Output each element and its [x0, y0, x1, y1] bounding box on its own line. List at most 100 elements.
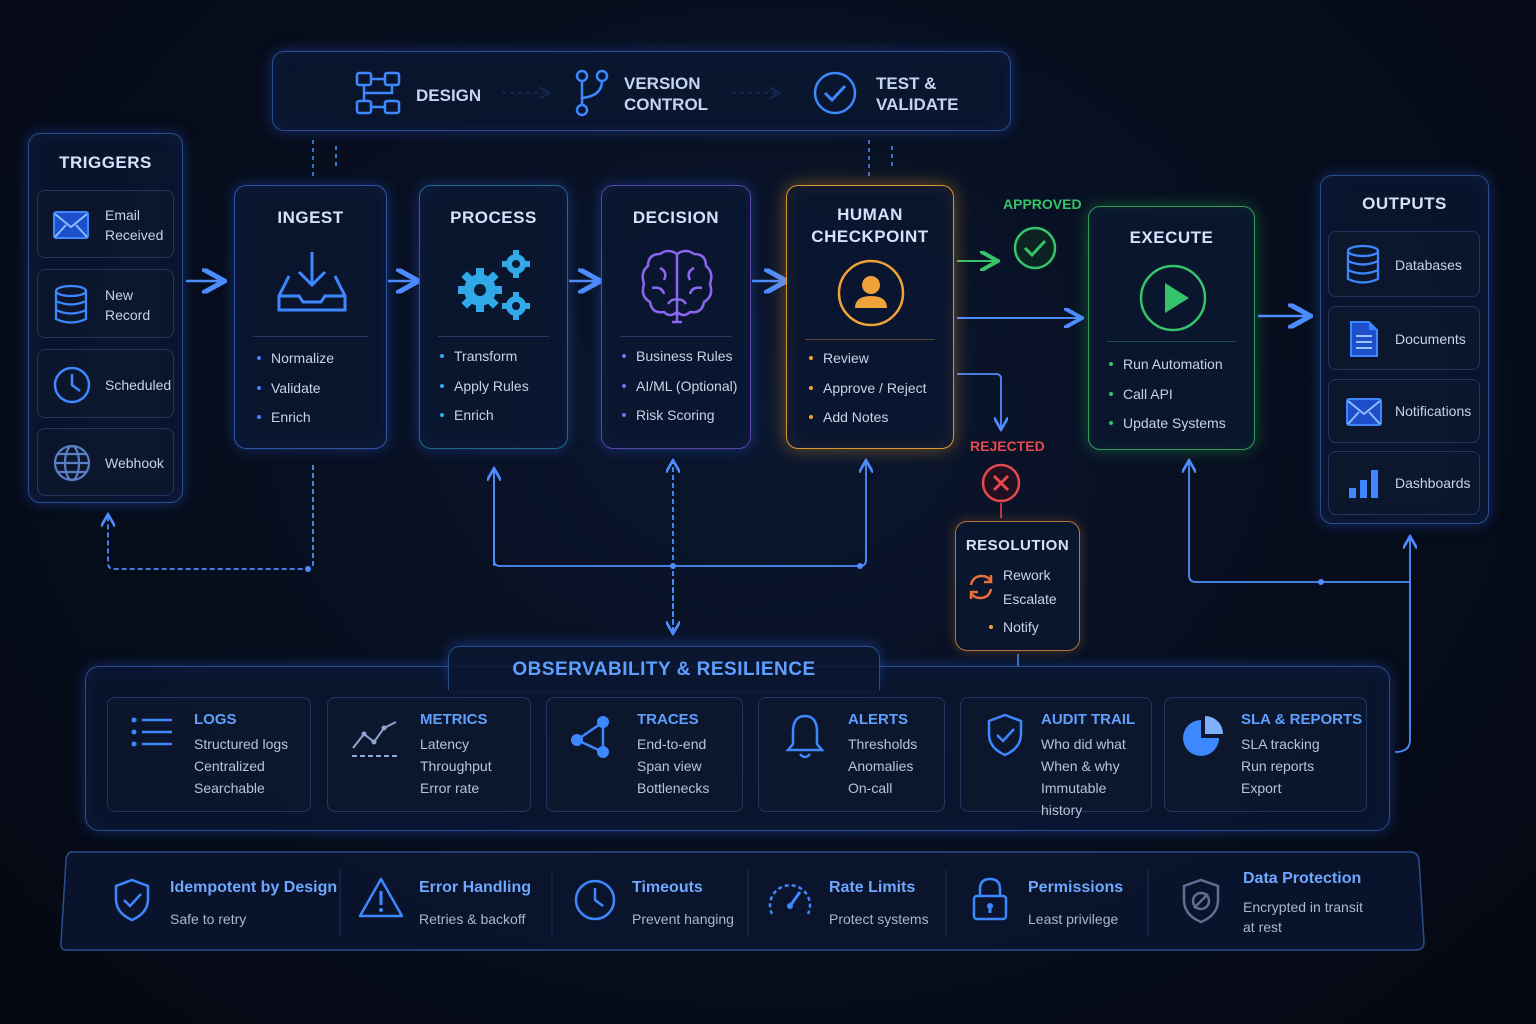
brain-icon — [641, 249, 713, 324]
logs-line: Searchable — [194, 780, 265, 796]
obs-traces[interactable]: TRACES End-to-end Span view Bottlenecks — [546, 697, 743, 812]
output-databases[interactable]: Databases — [1328, 231, 1480, 297]
human-checkpoint-divider — [805, 339, 935, 340]
data-protection-title: Data Protection — [1243, 870, 1362, 887]
trigger-webhook-label: Webhook — [105, 455, 164, 471]
list-item: Approve / Reject — [807, 378, 927, 408]
stage-decision[interactable]: DECISION Business Rules AI/ML (Optional)… — [601, 185, 751, 449]
list-item: AI/ML (Optional) — [620, 376, 737, 406]
stage-process[interactable]: PROCESS Transform Apply Rules Enrich — [419, 185, 568, 449]
traces-line: End-to-end — [637, 736, 707, 752]
list-item: Review — [807, 348, 927, 378]
decision-divider — [620, 336, 732, 337]
obs-audit-trail[interactable]: AUDIT TRAIL Who did what When & why Immu… — [960, 697, 1152, 818]
output-documents[interactable]: Documents — [1328, 306, 1480, 370]
list-item: Add Notes — [807, 407, 927, 437]
database-icon — [1346, 244, 1380, 284]
audit-trail-line: Who did what — [1041, 736, 1126, 752]
resolution-panel[interactable]: RESOLUTION Rework Escalate Notify — [955, 521, 1080, 651]
obs-alerts[interactable]: ALERTS Thresholds Anomalies On-call — [758, 697, 945, 812]
git-branch-icon — [575, 69, 609, 117]
ingest-title: INGEST — [277, 208, 344, 227]
audit-trail-title: AUDIT TRAIL — [1041, 711, 1136, 728]
globe-icon — [53, 444, 91, 482]
pie-chart-icon — [1183, 716, 1223, 756]
trigger-scheduled-label: Scheduled — [105, 377, 172, 393]
principles-bar — [60, 851, 1425, 951]
idempotent-title: Idempotent by Design — [170, 879, 338, 896]
alerts-line: Thresholds — [848, 736, 918, 752]
permissions-title: Permissions — [1028, 879, 1124, 896]
list-item: Normalize — [255, 348, 334, 378]
output-dashboards-label: Dashboards — [1395, 475, 1471, 491]
gears-icon — [458, 250, 530, 320]
stage-execute[interactable]: EXECUTE Run Automation Call API Update S… — [1088, 206, 1255, 450]
decision-list: Business Rules AI/ML (Optional) Risk Sco… — [620, 346, 737, 435]
audit-trail-line: When & why — [1041, 758, 1120, 774]
obs-sla-reports[interactable]: SLA & REPORTS SLA tracking Run reports E… — [1164, 697, 1367, 812]
rate-limits-sub: Protect systems — [829, 911, 929, 927]
error-handling-title: Error Handling — [419, 879, 532, 896]
nodes-icon — [571, 716, 609, 758]
list-item: Enrich — [255, 407, 334, 437]
lock-icon — [972, 877, 1008, 921]
download-tray-icon — [277, 252, 347, 312]
rate-limits-title: Rate Limits — [829, 879, 916, 896]
timeouts-sub: Prevent hanging — [632, 911, 734, 927]
observability-title: OBSERVABILITY & RESILIENCE — [512, 659, 816, 680]
audit-trail-line: Immutable history — [1041, 780, 1107, 818]
decision-title: DECISION — [632, 208, 720, 227]
shield-check-icon — [987, 713, 1023, 757]
alerts-line: Anomalies — [848, 758, 914, 774]
metrics-line: Latency — [420, 736, 470, 752]
list-item: Update Systems — [1107, 413, 1226, 443]
list-item: Business Rules — [620, 346, 737, 376]
timeouts-title: Timeouts — [632, 879, 703, 896]
approved-check-icon — [1013, 226, 1057, 270]
obs-logs[interactable]: LOGS Structured logs Centralized Searcha… — [107, 697, 311, 812]
process-list: Transform Apply Rules Enrich — [438, 346, 529, 435]
execute-list: Run Automation Call API Update Systems — [1107, 354, 1226, 443]
traces-title: TRACES — [637, 711, 699, 728]
outputs-title: OUTPUTS — [1362, 194, 1447, 213]
permissions-sub: Least privilege — [1028, 911, 1119, 927]
output-notifications[interactable]: Notifications — [1328, 379, 1480, 443]
list-item: Notify — [987, 617, 1039, 647]
stage-ingest[interactable]: INGEST Normalize Validate Enrich — [234, 185, 387, 449]
list-item: Enrich — [438, 405, 529, 435]
ingest-list: Normalize Validate Enrich — [255, 348, 334, 437]
approved-label: APPROVED — [1003, 196, 1082, 212]
output-dashboards[interactable]: Dashboards — [1328, 451, 1480, 515]
process-divider — [438, 336, 549, 337]
trigger-webhook[interactable]: Webhook — [37, 428, 174, 496]
output-databases-label: Databases — [1395, 257, 1462, 273]
observability-title-tab: OBSERVABILITY & RESILIENCE — [448, 646, 880, 690]
list-icon — [131, 717, 172, 747]
list-item: Call API — [1107, 384, 1226, 414]
person-icon — [837, 259, 905, 327]
resolution-title: RESOLUTION — [965, 537, 1070, 554]
clock-icon — [53, 366, 91, 404]
obs-metrics[interactable]: METRICS Latency Throughput Error rate — [327, 697, 531, 812]
list-item: Risk Scoring — [620, 405, 737, 435]
metrics-line: Throughput — [420, 758, 492, 774]
trigger-scheduled[interactable]: Scheduled — [37, 349, 174, 418]
list-item: Run Automation — [1107, 354, 1226, 384]
metrics-line: Error rate — [420, 780, 480, 796]
sla-reports-line: Export — [1241, 780, 1282, 796]
bar-chart-icon — [1349, 470, 1378, 498]
metrics-title: METRICS — [420, 711, 488, 728]
logs-title: LOGS — [194, 711, 237, 728]
idempotent-sub: Safe to retry — [170, 911, 247, 927]
clock-icon — [574, 879, 616, 921]
sla-reports-title: SLA & REPORTS — [1241, 711, 1363, 728]
bell-icon — [785, 714, 825, 759]
